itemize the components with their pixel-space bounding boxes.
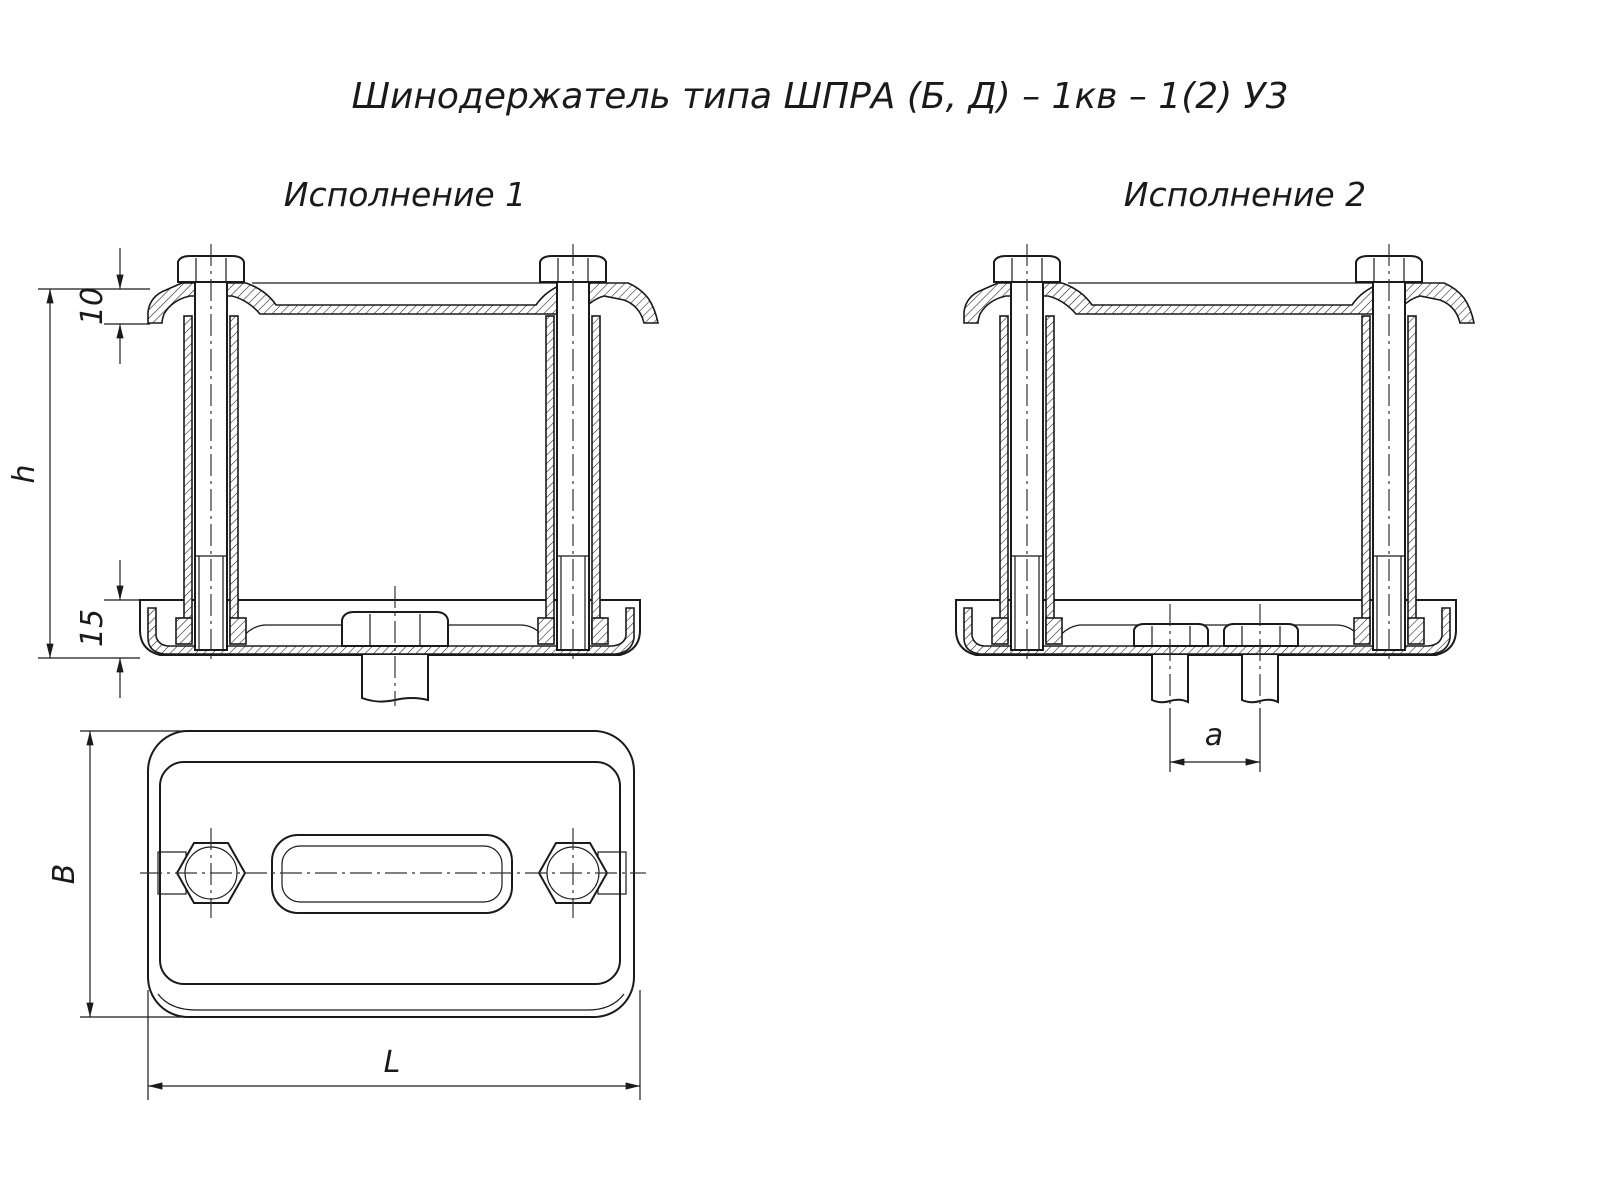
variant-1-label: Исполнение 1: [284, 175, 526, 214]
dim-width: B: [47, 864, 82, 885]
dim-length: L: [384, 1045, 401, 1080]
dim-bottom-offset: 15: [75, 609, 110, 647]
drawing-title: Шинодержатель типа ШПРА (Б, Д) – 1кв – 1…: [351, 76, 1288, 117]
variant-1-dimensions: 10 h 15: [7, 248, 150, 698]
variant-1-plan-dimensions: B L: [47, 730, 641, 1100]
variant-1-section-view: [139, 244, 659, 706]
variant-1-plan-view: [140, 730, 646, 1018]
variant-2-dimensions: a: [1169, 708, 1261, 772]
dim-height: h: [7, 464, 42, 483]
variant-2-section-view: [955, 244, 1475, 708]
dim-spacing: a: [1205, 718, 1223, 753]
dim-top-offset: 10: [75, 287, 110, 325]
variant-2-label: Исполнение 2: [1124, 175, 1366, 214]
